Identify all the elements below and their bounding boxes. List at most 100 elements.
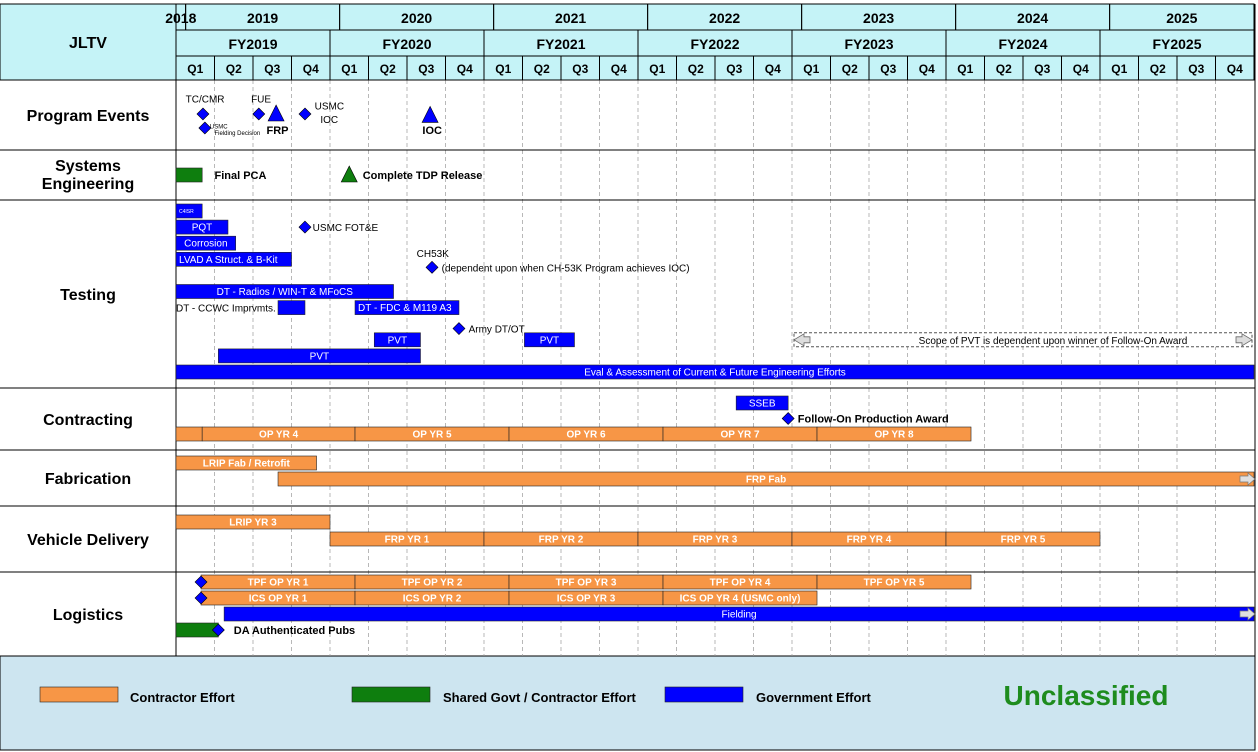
schedule-bar [175, 364, 1255, 380]
bar-label: OP YR 5 [412, 430, 452, 441]
schedule-bar [175, 455, 317, 471]
milestone-label: USMC FOT&E [313, 223, 379, 234]
fiscal-year-label: FY2021 [536, 36, 585, 52]
milestone-label: FRP [266, 125, 288, 137]
bar-label: DT - Radios / WIN-T & MFoCS [217, 287, 354, 298]
calendar-year-label: 2025 [1166, 10, 1197, 26]
schedule-bar [277, 300, 306, 315]
quarter-label: Q4 [1073, 62, 1089, 76]
schedule-bar [354, 300, 460, 315]
diamond-milestone-icon [425, 260, 439, 274]
quarter-label: Q1 [803, 62, 819, 76]
milestone-label: USMC [315, 102, 344, 113]
bar-label: FRP Fab [746, 475, 786, 486]
bar-label: OP YR 4 [259, 430, 299, 441]
diamond-milestone-icon [298, 107, 312, 121]
milestone-label: TC/CMR [186, 95, 225, 106]
schedule-bar [175, 235, 236, 251]
quarter-label: Q3 [418, 62, 434, 76]
legend-swatch [351, 686, 431, 703]
quarter-label: Q2 [380, 62, 396, 76]
diamond-milestone-icon [198, 121, 212, 135]
quarter-label: Q1 [957, 62, 973, 76]
diamond-milestone-icon [196, 107, 210, 121]
bar-label: FRP YR 4 [847, 535, 892, 546]
bar-label: FRP YR 5 [1001, 535, 1046, 546]
bar-label: PVT [540, 335, 559, 346]
row-label: Contracting [43, 412, 133, 429]
milestone-label: Complete TDP Release [363, 170, 483, 182]
milestone-label: (dependent upon when CH-53K Program achi… [442, 263, 690, 274]
schedule-bar [175, 284, 394, 299]
milestone-label: Final PCA [215, 170, 267, 182]
diamond-milestone-icon [298, 220, 312, 234]
schedule-bar [175, 167, 203, 183]
quarter-label: Q3 [726, 62, 742, 76]
chart-title: JLTV [69, 35, 107, 52]
milestone-label: Fielding Decision [215, 131, 261, 137]
quarter-label: Q4 [303, 62, 319, 76]
quarter-label: Q1 [649, 62, 665, 76]
fiscal-year-label: FY2025 [1152, 36, 1201, 52]
calendar-year-label: 2019 [247, 10, 278, 26]
triangle-milestone-icon [267, 104, 285, 122]
legend-swatch [664, 686, 744, 703]
row-label: Testing [60, 287, 116, 304]
bar-label: TPF OP YR 5 [864, 578, 925, 589]
quarter-label: Q3 [880, 62, 896, 76]
schedule-bar [175, 514, 331, 530]
calendar-year-label: 2023 [863, 10, 894, 26]
schedule-bar [373, 332, 421, 348]
quarter-label: Q2 [226, 62, 242, 76]
quarter-label: Q1 [341, 62, 357, 76]
row-label: Vehicle Delivery [27, 532, 149, 549]
quarter-label: Q1 [1111, 62, 1127, 76]
bar-label: ICS OP YR 4 (USMC only) [680, 594, 801, 605]
legend-label: Shared Govt / Contractor Effort [443, 690, 637, 705]
bar-label: ICS OP YR 1 [249, 594, 308, 605]
calendar-year-label: 2018 [165, 10, 196, 26]
quarter-label: Q2 [534, 62, 550, 76]
schedule-bar [816, 574, 972, 590]
bar-label: ICS OP YR 3 [557, 594, 616, 605]
row-label: Engineering [42, 176, 134, 193]
bar-label: TPF OP YR 1 [248, 578, 309, 589]
bar-label: FRP YR 2 [539, 535, 584, 546]
bar-label: LVAD A Struct. & B-Kit [179, 255, 278, 266]
bar-label: PVT [388, 335, 407, 346]
bar-label: OP YR 7 [720, 430, 760, 441]
bar-label: ICS OP YR 2 [403, 594, 462, 605]
schedule-bar [524, 332, 575, 348]
milestone-label: DA Authenticated Pubs [234, 625, 355, 637]
calendar-year-label: 2020 [401, 10, 432, 26]
bar-label: LRIP Fab / Retrofit [203, 459, 291, 470]
bar-label: FRP YR 1 [385, 535, 430, 546]
bar-label: C4ISR [179, 209, 194, 215]
quarter-label: Q2 [688, 62, 704, 76]
schedule-bar [175, 203, 203, 219]
row-label: Program Events [27, 108, 150, 125]
milestone-label: IOC [320, 115, 338, 126]
milestone-label: Army DT/OT [469, 325, 525, 336]
diamond-milestone-icon [211, 623, 225, 637]
fiscal-year-label: FY2020 [382, 36, 431, 52]
fiscal-year-label: FY2022 [690, 36, 739, 52]
milestone-label: CH53K [417, 249, 450, 260]
milestone-label: IOC [422, 125, 442, 137]
quarter-label: Q4 [611, 62, 627, 76]
fiscal-year-label: FY2023 [844, 36, 893, 52]
calendar-year-label: 2022 [709, 10, 740, 26]
quarter-label: Q1 [495, 62, 511, 76]
legend-panel [0, 655, 1256, 751]
scope-label: Scope of PVT is dependent upon winner of… [919, 336, 1188, 347]
schedule-bar [175, 219, 229, 235]
header-band [0, 4, 1255, 80]
diamond-milestone-icon [452, 322, 466, 335]
bar-label: PVT [310, 351, 329, 362]
schedule-bar [175, 252, 292, 267]
bar-label: SSEB [749, 399, 776, 410]
bar-label: TPF OP YR 2 [402, 578, 463, 589]
diamond-milestone-icon [194, 591, 208, 605]
milestone-label: Follow-On Production Award [798, 414, 949, 426]
legend-swatch [39, 686, 119, 703]
